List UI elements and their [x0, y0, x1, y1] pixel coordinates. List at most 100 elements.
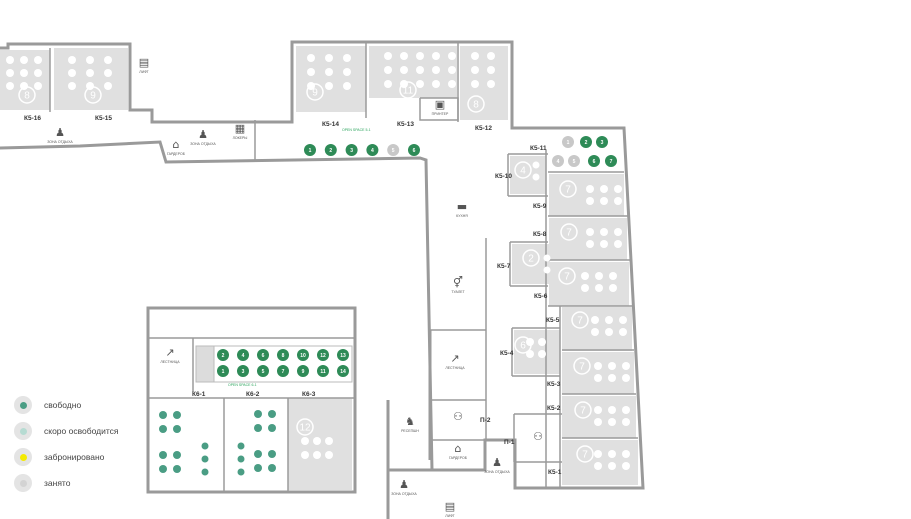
- room-k5-6[interactable]: [549, 262, 629, 306]
- table-dot: [159, 411, 167, 419]
- table-dot: [416, 80, 424, 88]
- table-dot: [622, 450, 630, 458]
- seat-os6-13[interactable]: [337, 349, 349, 361]
- table-dot: [622, 462, 630, 470]
- seat-os6-7[interactable]: [277, 365, 289, 377]
- room-k6-3[interactable]: [288, 398, 352, 490]
- seat-os6-12[interactable]: [317, 349, 329, 361]
- table-dot: [6, 82, 14, 90]
- seat-k5-11-3[interactable]: [596, 136, 608, 148]
- seat-os5-2[interactable]: [324, 144, 337, 156]
- table-dot: [104, 82, 112, 90]
- capacity-badge-k6_1: [196, 418, 214, 436]
- seat-os6-11[interactable]: [317, 365, 329, 377]
- seat-os5-num: 1: [309, 148, 312, 154]
- table-dot: [594, 418, 602, 426]
- seat-os5-5[interactable]: [387, 144, 400, 156]
- seat-os6-2[interactable]: [217, 349, 229, 361]
- table-dot: [384, 52, 392, 60]
- reception-icon: ♞: [405, 415, 415, 428]
- table-dot: [608, 450, 616, 458]
- seat-k5-11-5[interactable]: [568, 155, 580, 167]
- table-dot: [591, 316, 599, 324]
- table-dot: [307, 68, 315, 76]
- seat-os5-num: 5: [392, 148, 395, 154]
- seat-os5-3[interactable]: [345, 144, 358, 156]
- table-dot: [432, 52, 440, 60]
- seat-os6-6[interactable]: [257, 349, 269, 361]
- seat-k5-11-1[interactable]: [562, 136, 574, 148]
- capacity-badge-k5_10: [514, 161, 532, 179]
- seat-os6-num: 13: [340, 353, 346, 359]
- lift2-icon: ▤: [445, 500, 455, 513]
- seat-os6-num: 7: [282, 369, 285, 375]
- room-k5-2[interactable]: [562, 396, 636, 438]
- capacity-k5_10: 4: [520, 166, 526, 177]
- wardrobe-icon: ⌂: [173, 138, 180, 151]
- table-dot: [307, 54, 315, 62]
- seat-os6-5[interactable]: [257, 365, 269, 377]
- seat-os6-10[interactable]: [297, 349, 309, 361]
- room-k5-12[interactable]: [460, 46, 508, 120]
- lounge3-caption: ЗОНА ОТДЫХА: [484, 470, 510, 474]
- seat-k5-11-6[interactable]: [588, 155, 600, 167]
- seat-os6-num: 11: [320, 369, 326, 375]
- seat-os5-6[interactable]: [408, 144, 420, 156]
- room-label-k5_2: К5-2: [547, 405, 561, 412]
- table-dot: [416, 66, 424, 74]
- room-label-k5_3: К5-3: [547, 381, 561, 388]
- capacity-k5_12: 8: [473, 100, 479, 111]
- table-dot: [432, 66, 440, 74]
- table-dot: [254, 410, 262, 418]
- lounge-top-icon: ♟: [55, 126, 65, 139]
- room-label-k5_12: К5-12: [475, 125, 492, 132]
- table-dot: [594, 374, 602, 382]
- seat-k5-11-num: 4: [557, 159, 560, 165]
- table-dot: [614, 240, 622, 248]
- table-dot: [608, 374, 616, 382]
- capacity-badge-k5_6: [558, 267, 576, 285]
- seat-os6-4[interactable]: [237, 349, 249, 361]
- table-dot: [594, 362, 602, 370]
- capacity-k5_16: 8: [24, 91, 30, 102]
- table-dot: [173, 425, 181, 433]
- seat-k5-11-4[interactable]: [552, 155, 564, 167]
- table-dot: [595, 272, 603, 280]
- table-dot: [543, 266, 551, 274]
- capacity-k5_1: 7: [582, 450, 588, 461]
- seat-os6-3[interactable]: [237, 365, 249, 377]
- room-k5-9[interactable]: [549, 174, 624, 216]
- seat-k5-11-2[interactable]: [580, 136, 592, 148]
- table-dot: [268, 464, 276, 472]
- table-dot: [400, 80, 408, 88]
- seat-os6-1[interactable]: [217, 365, 229, 377]
- seat-os6-8[interactable]: [277, 349, 289, 361]
- room-k5-13[interactable]: [369, 46, 457, 98]
- seat-os6-num: 5: [262, 369, 265, 375]
- table-dot: [487, 66, 495, 74]
- capacity-k5_4: 6: [520, 341, 526, 352]
- table-dot: [173, 451, 181, 459]
- table-dot: [448, 52, 456, 60]
- room-label-k6_1: К6-1: [192, 391, 206, 398]
- table-dot: [532, 173, 540, 181]
- table-dot: [20, 69, 28, 77]
- seat-os5-1[interactable]: [304, 144, 316, 156]
- table-dot: [173, 411, 181, 419]
- capacity-k5_7: 2: [528, 254, 534, 265]
- legend-item: забронировано: [14, 444, 119, 470]
- capacity-k5_14: 9: [312, 88, 318, 99]
- seat-os5-4[interactable]: [366, 144, 379, 156]
- table-dot: [325, 437, 333, 445]
- room-k5-10[interactable]: [510, 156, 546, 194]
- seat-os6-9[interactable]: [297, 365, 309, 377]
- seat-k5-11-7[interactable]: [605, 155, 617, 167]
- seat-os6-14[interactable]: [337, 365, 349, 377]
- room-k5-8[interactable]: [549, 218, 627, 260]
- seat-k5-11-num: 7: [610, 159, 613, 165]
- capacity-k5_8: 7: [566, 228, 572, 239]
- seat-os5-num: 4: [371, 148, 374, 154]
- room-k5-3[interactable]: [562, 352, 634, 394]
- room-label-k5_6: К5-6: [534, 293, 548, 300]
